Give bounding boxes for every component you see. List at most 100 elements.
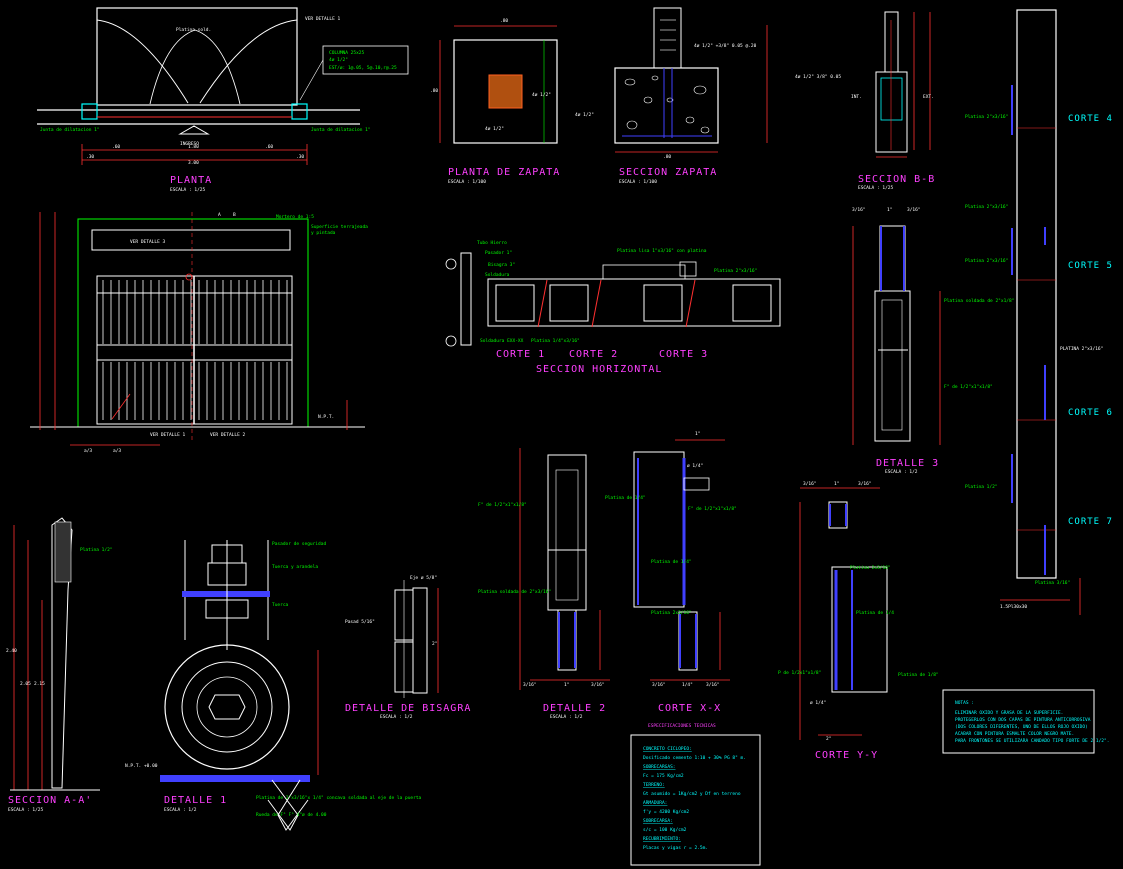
footing-sec-label-left: 4ø 1/2" <box>575 112 594 118</box>
d2-inner <box>555 469 579 601</box>
gate-leaf-arc-right <box>199 19 298 104</box>
column-note-3: EST/ø: 1@.05, 5@.10,r@.25 <box>329 65 397 71</box>
d1-wheel-hub <box>196 676 258 738</box>
xx-label: Platina de 1/4" <box>651 559 692 565</box>
yy-label: ø 1/4" <box>810 700 826 706</box>
d3-label: 3/16" <box>907 207 921 213</box>
elevation-npt: N.P.T. <box>318 414 334 420</box>
specs-box <box>630 734 761 866</box>
spec-key: SOBRECARGAS: <box>643 764 676 770</box>
footing-dim-top-label: .80 <box>500 18 508 24</box>
leader-line <box>299 59 324 101</box>
d2-label: 3/16" <box>523 682 537 688</box>
d2-label: 1" <box>564 682 569 688</box>
elevation-label-detalle3: VER DETALLE 3 <box>130 239 166 245</box>
aa-profile <box>51 517 73 789</box>
column-note-2: 4ø 1/2" <box>329 57 348 63</box>
spec-value: Dosificado cemento 1:10 + 30% PG 8" m. <box>643 755 746 761</box>
hs-note: Soldadura <box>485 272 510 278</box>
footing-column <box>488 74 523 109</box>
spec-value: Placas y vigas r = 2.5m. <box>643 845 708 851</box>
hinge-marker-icon <box>185 273 193 281</box>
plan-dim: 1.80 <box>188 144 199 150</box>
yy-label: 3/16" <box>803 481 817 487</box>
d2-label: 3/16" <box>591 682 605 688</box>
column-body <box>1016 9 1057 579</box>
corte-6-label: CORTE 6 <box>1068 408 1113 418</box>
spec-value: Fc = 175 Kg/cm2 <box>643 773 684 779</box>
gate-leaf-arc-left <box>96 19 189 104</box>
hs-lock-box <box>602 264 686 280</box>
section-bb-scale: ESCALA : 1/25 <box>858 185 894 191</box>
hs-diagonal <box>591 279 602 328</box>
d1-label: Platina de 2"x3/16"x 1/4" concava soldad… <box>256 795 422 801</box>
notes-line: PROTEGERLOS CON DOS CAPAS DE PINTURA ANT… <box>955 717 1091 723</box>
detail-1: Pasador de seguridad Tuerca y arandela T… <box>125 540 422 831</box>
notes-line: ELIMINAR OXIDO Y GRASA DE LA SUPERFICIE. <box>955 710 1063 716</box>
hinge-label: Eje ø 5/8" <box>410 575 437 581</box>
footing-rebar-label: 4ø 1/2" <box>532 92 551 98</box>
column-platina-label: Platina 2"x3/16" <box>965 258 1008 264</box>
specifications: ESPECIFICACIONES TECNICAS CONCRETO CICLO… <box>630 723 761 866</box>
d2-label: Platina soldada de 2"x3/16" <box>478 589 551 595</box>
yy-label: Platina de 1/4 <box>856 610 894 616</box>
joint-right-label: Junta de dilatacion 1" <box>311 127 371 133</box>
section-yy-title: CORTE Y-Y <box>815 750 878 761</box>
column-elevation: CORTE 4 CORTE 5 CORTE 6 CORTE 7 Platina … <box>965 9 1113 615</box>
footing-block <box>614 67 719 144</box>
yy-label: 2" <box>826 736 831 742</box>
hinge-label: Pasad 5/16" <box>345 619 375 625</box>
column-platina-label: Platina 3/16" <box>1035 580 1070 586</box>
d1-label: Tuerca <box>272 602 289 608</box>
spec-key: ARMADURA: <box>643 800 667 806</box>
detail-2-title: DETALLE 2 <box>543 703 606 714</box>
cut-a-label: A <box>218 212 221 218</box>
hinge-detail-scale: ESCALA : 1/2 <box>380 714 413 720</box>
d3-label: F° de 1/2"x1"x1/8" <box>944 384 993 390</box>
elevation-label-center: VER DETALLE 2 <box>210 432 246 438</box>
corte-1-label: CORTE 1 <box>496 349 545 360</box>
elevation-label-left: VER DETALLE 1 <box>150 432 186 438</box>
aa-dim-label: 2.15 <box>34 681 45 687</box>
notes: NOTAS : ELIMINAR OXIDO Y GRASA DE LA SUP… <box>942 689 1109 754</box>
corte-3-label: CORTE 3 <box>659 349 708 360</box>
d1-ground <box>160 775 310 782</box>
aa-top-detail <box>54 521 72 583</box>
d1-wheel-inner <box>181 661 273 753</box>
d1-plate <box>182 591 270 597</box>
yy-label: P de 1/2x1"x1/8" <box>778 670 821 676</box>
xx-label: 1" <box>695 431 700 437</box>
joint-left-label: Junta de dilatacion 1" <box>40 127 100 133</box>
corte-5-label: CORTE 5 <box>1068 261 1113 271</box>
hs-note: Platina 2"x3/16" <box>714 268 757 274</box>
spec-value: s/c = 100 Kg/cm2 <box>643 827 687 833</box>
hs-note: Platina 1/4"x3/16" <box>531 338 580 344</box>
detail-3-title: DETALLE 3 <box>876 458 939 469</box>
section-aa: Platina 1/2" 2.40 2.05 2.15 SECCION A-A'… <box>6 517 113 813</box>
footing-dim-side-label: .80 <box>430 88 438 94</box>
d3-label: 3/16" <box>852 207 866 213</box>
corte-4-label: CORTE 4 <box>1068 114 1113 124</box>
footing-rebar-label-2: 4ø 1/2" <box>485 126 504 132</box>
column-left <box>81 103 98 120</box>
plan-dim-total: 3.00 <box>188 160 199 166</box>
hs-cell <box>643 284 683 322</box>
hinge-detail-title: DETALLE DE BISAGRA <box>345 703 471 714</box>
column-note-1: COLUMNA 25x25 <box>329 50 365 56</box>
hinge-top-icon <box>445 258 457 270</box>
plan-dim: .30 <box>296 154 304 160</box>
xx-label: F° de 1/2"x1"x1/8" <box>688 506 737 512</box>
gate-leaf-curve <box>149 29 241 105</box>
yy-body <box>831 566 888 693</box>
d2-label: F° de 1/2"x1"x1/8" <box>478 502 527 508</box>
cut-b-label: B <box>233 212 236 218</box>
notes-line: ACABAR CON PINTURA ESMALTE COLOR NEGRO M… <box>955 731 1074 737</box>
d1-label: Tuerca y arandela <box>272 564 318 570</box>
notes-line: PARA FRONTONES SE UTILIZARA CANDADO TIPO… <box>955 738 1109 744</box>
column-platina-label: Platina 2"x3/16" <box>965 114 1008 120</box>
elevation-dim: a/3 <box>84 448 92 454</box>
spec-key: CONCRETO CICLOPEO: <box>643 746 692 752</box>
bb-ext-label: EXT. <box>923 94 934 100</box>
gate-bars <box>102 280 288 420</box>
